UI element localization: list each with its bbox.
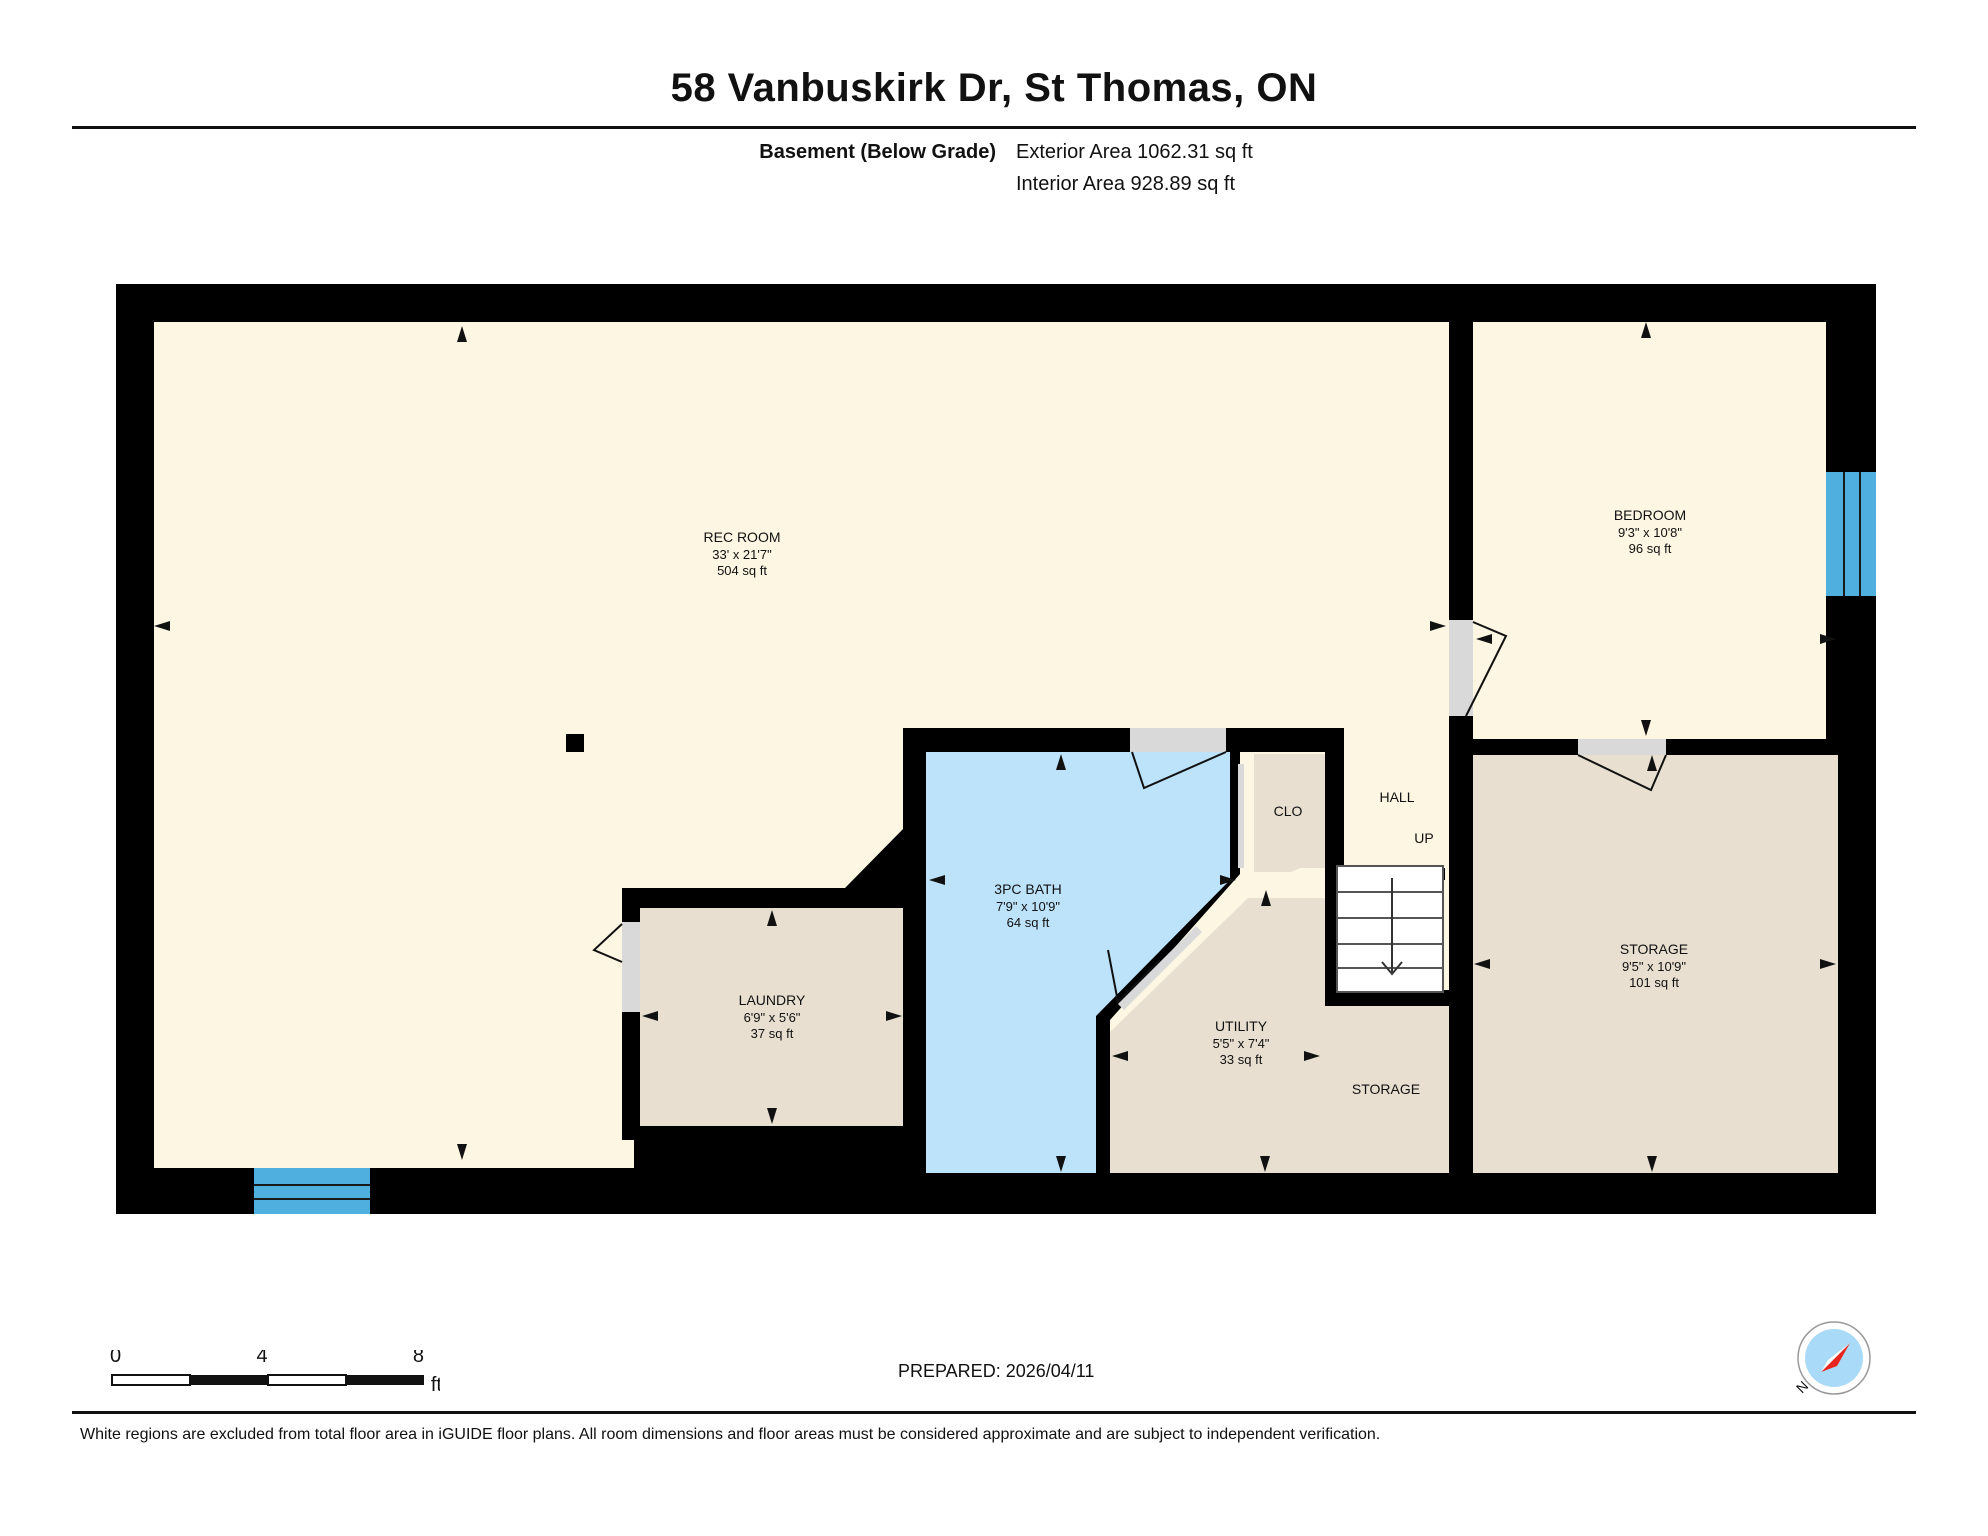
rec-room-dims: 33' x 21'7" <box>712 547 772 562</box>
door-bath <box>1130 728 1226 752</box>
prepared-date: PREPARED: 2026/04/11 <box>898 1361 1095 1381</box>
door-utility <box>1118 926 1202 1010</box>
disclaimer: White regions are excluded from total fl… <box>80 1426 1381 1443</box>
storage-area: 101 sq ft <box>1629 975 1679 990</box>
rec-room-name: REC ROOM <box>704 529 781 545</box>
header-divider <box>72 126 1916 129</box>
closet-floor <box>1254 754 1325 872</box>
laundry-floor <box>640 908 903 1126</box>
storage-floor <box>1473 755 1838 1173</box>
utility-area: 33 sq ft <box>1220 1052 1263 1067</box>
utility-floor <box>1110 898 1449 1173</box>
scale-bar: 0 4 8 ft <box>110 1350 440 1396</box>
footer-divider <box>72 1411 1916 1414</box>
door-closet <box>1238 764 1244 868</box>
storage-label: STORAGE <box>1352 1081 1420 1097</box>
door-bedroom <box>1449 620 1473 716</box>
door-storage <box>1578 739 1666 755</box>
laundry-counter <box>634 1138 912 1172</box>
bath-name: 3PC BATH <box>994 881 1061 897</box>
wall-stair-south <box>1325 990 1449 1006</box>
bedroom-name: BEDROOM <box>1614 507 1686 523</box>
scale-tick-0: 0 <box>110 1350 121 1367</box>
laundry-name: LAUNDRY <box>739 992 806 1008</box>
scale-unit: ft <box>431 1374 440 1396</box>
wall-east-thick <box>1838 322 1876 1172</box>
rec-room-area: 504 sq ft <box>717 563 767 578</box>
window-south <box>254 1168 370 1214</box>
bath-floor <box>926 752 1240 1173</box>
closet-label: CLO <box>1274 803 1303 819</box>
exterior-area: Exterior Area 1062.31 sq ft <box>1016 141 1253 163</box>
storage-dims: 9'5" x 10'9" <box>1622 959 1686 974</box>
support-post <box>566 734 584 752</box>
wall-bath <box>903 728 1344 1173</box>
bedroom-dims: 9'3" x 10'8" <box>1618 525 1682 540</box>
storage-name: STORAGE <box>1620 941 1688 957</box>
dimension-arrows <box>154 322 1836 1172</box>
laundry-area: 37 sq ft <box>751 1026 794 1041</box>
interior-area: Interior Area 928.89 sq ft <box>1016 173 1236 195</box>
stairs-up-label: UP <box>1414 830 1433 846</box>
window-east <box>1826 472 1876 596</box>
scale-tick-8: 8 <box>413 1350 424 1367</box>
door-laundry <box>622 922 640 1012</box>
bath-area: 64 sq ft <box>1007 915 1050 930</box>
wall-hall-east <box>1449 322 1473 1174</box>
utility-dims: 5'5" x 7'4" <box>1213 1036 1270 1051</box>
bedroom-floor <box>1473 322 1826 739</box>
scale-tick-4: 4 <box>256 1350 267 1367</box>
compass-icon: N <box>1793 1321 1871 1396</box>
page-title: 58 Vanbuskirk Dr, St Thomas, ON <box>670 66 1318 110</box>
laundry-dims: 6'9" x 5'6" <box>744 1010 801 1025</box>
bath-dims: 7'9" x 10'9" <box>996 899 1060 914</box>
wall-laundry-corner <box>845 826 906 888</box>
wall-stair-west <box>1325 870 1337 1006</box>
utility-name: UTILITY <box>1215 1018 1268 1034</box>
hall-label: HALL <box>1379 789 1414 805</box>
level-name: Basement (Below Grade) <box>759 141 996 163</box>
bedroom-area: 96 sq ft <box>1629 541 1672 556</box>
